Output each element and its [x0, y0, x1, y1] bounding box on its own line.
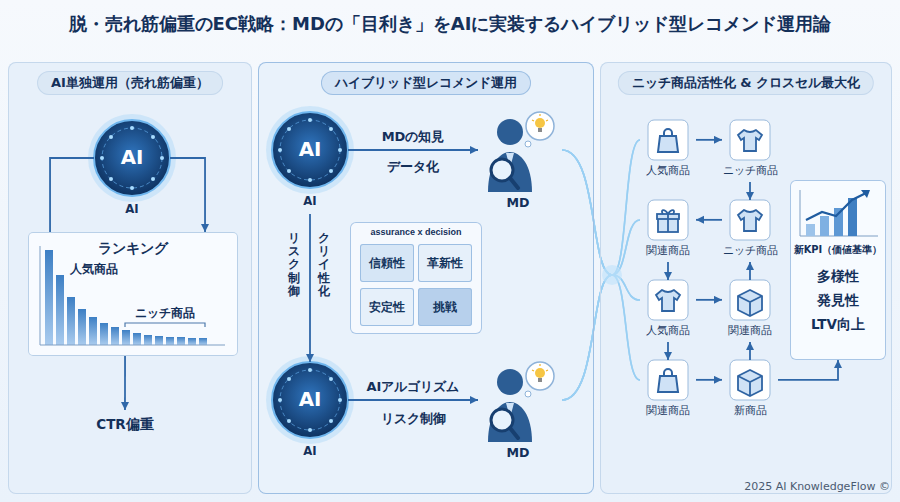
flow-label: データ化: [373, 158, 453, 176]
product-tile: ニッチ商品: [722, 200, 778, 262]
node-text: 挑戦: [418, 288, 472, 326]
connector: [696, 379, 722, 381]
matrix-cell: 安定性: [360, 288, 414, 326]
node-text: 人気商品: [634, 164, 702, 177]
node-text: 多様性: [790, 268, 886, 284]
node-text: 信頼性: [360, 244, 414, 282]
connector: [696, 299, 722, 301]
matrix-cell: 革新性: [418, 244, 472, 282]
ai-circle: AIAI: [272, 112, 348, 188]
node-text: 革新性: [418, 244, 472, 282]
product-tile: 人気商品: [640, 120, 696, 182]
panel-region: ハイブリッド型レコメンド運用AIAIMDassurance x decision…: [258, 62, 594, 494]
connector: [667, 262, 669, 280]
node-text: AI: [272, 112, 348, 188]
product-tile: 関連商品: [722, 280, 778, 342]
diagram-title: 脱・売れ筋偏重のEC戦略：MDの「目利き」をAIに実装するハイブリッド型レコメン…: [0, 12, 900, 36]
node-text: ランキング: [28, 240, 238, 256]
node-text: LTV向上: [790, 316, 886, 332]
node-text: MD: [478, 195, 558, 210]
node-text: AI: [272, 444, 348, 458]
connector: [170, 158, 205, 232]
panel-region: AI単独運用（売れ筋偏重）AIAIランキング人気商品ニッチ商品CTR偏重: [8, 62, 252, 494]
node-text: MD: [478, 445, 558, 460]
node-text: 人気商品: [70, 262, 118, 276]
md-person: MD: [478, 358, 558, 442]
flow-label: クリイ性化: [318, 232, 330, 298]
connector: [124, 356, 126, 410]
flow-label: リスク制御: [373, 410, 453, 428]
connector: [749, 342, 751, 360]
product-tile: ニッチ商品: [722, 120, 778, 182]
product-tile: 関連商品: [640, 200, 696, 262]
connector: [696, 139, 722, 141]
node-text: assurance x decision: [350, 227, 482, 238]
ai-circle: AIAI: [272, 362, 348, 438]
node-text: ニッチ商品: [716, 164, 784, 177]
connector: [309, 214, 311, 362]
copyright-note: 2025 AI KnowledgeFlow ©: [690, 480, 890, 493]
node-text: AI単独運用（売れ筋偏重）: [37, 71, 223, 95]
connector: [348, 149, 478, 151]
kpi-box: 新KPI（価値基準） 多様性発見性 LTV向上: [790, 180, 886, 360]
node-text: 人気商品: [634, 324, 702, 337]
node-text: ニッチ商品: [716, 244, 784, 257]
node-text: ニッチ商品活性化 & クロスセル最大化: [618, 71, 874, 95]
node-text: ニッチ商品: [135, 306, 195, 320]
ai-circle: AIAI: [94, 120, 170, 196]
node-text: AI: [94, 120, 170, 196]
connector: [696, 219, 722, 221]
node-text: 関連商品: [634, 244, 702, 257]
ranking-box: ランキング人気商品ニッチ商品: [28, 232, 238, 356]
edge-label: AIアルゴリズム: [364, 378, 463, 396]
node-text: 関連商品: [716, 324, 784, 337]
result-box: CTR偏重: [60, 410, 190, 438]
flow-label: リスク制御: [288, 232, 300, 298]
matrix-box: assurance x decision 信頼性革新性安定性挑戦: [350, 222, 482, 334]
connector: [50, 158, 94, 232]
node-text: AI: [272, 194, 348, 208]
node-text: ハイブリッド型レコメンド運用: [321, 71, 531, 95]
node-text: 発見性: [790, 292, 886, 308]
product-tile: 関連商品: [640, 360, 696, 422]
connector: [749, 182, 751, 200]
node-text: AI: [94, 202, 170, 216]
node-text: 新商品: [716, 404, 784, 417]
node-text: 安定性: [360, 288, 414, 326]
connector: [778, 360, 838, 380]
connector: [348, 399, 478, 401]
node-text: CTR偏重: [60, 410, 190, 438]
node-text: 新KPI（価値基準）: [790, 244, 886, 256]
edge-label: MDの知見: [379, 128, 448, 146]
matrix-cell: 信頼性: [360, 244, 414, 282]
matrix-cell: 挑戦: [418, 288, 472, 326]
product-tile: 新商品: [722, 360, 778, 422]
panel-region: ニッチ商品活性化 & クロスセル最大化人気商品ニッチ商品関連商品ニッチ商品人気商…: [600, 62, 892, 494]
node-text: 関連商品: [634, 404, 702, 417]
node-text: AI: [272, 362, 348, 438]
md-person: MD: [478, 108, 558, 192]
product-tile: 人気商品: [640, 280, 696, 342]
connector: [749, 262, 751, 280]
connector: [667, 342, 669, 360]
